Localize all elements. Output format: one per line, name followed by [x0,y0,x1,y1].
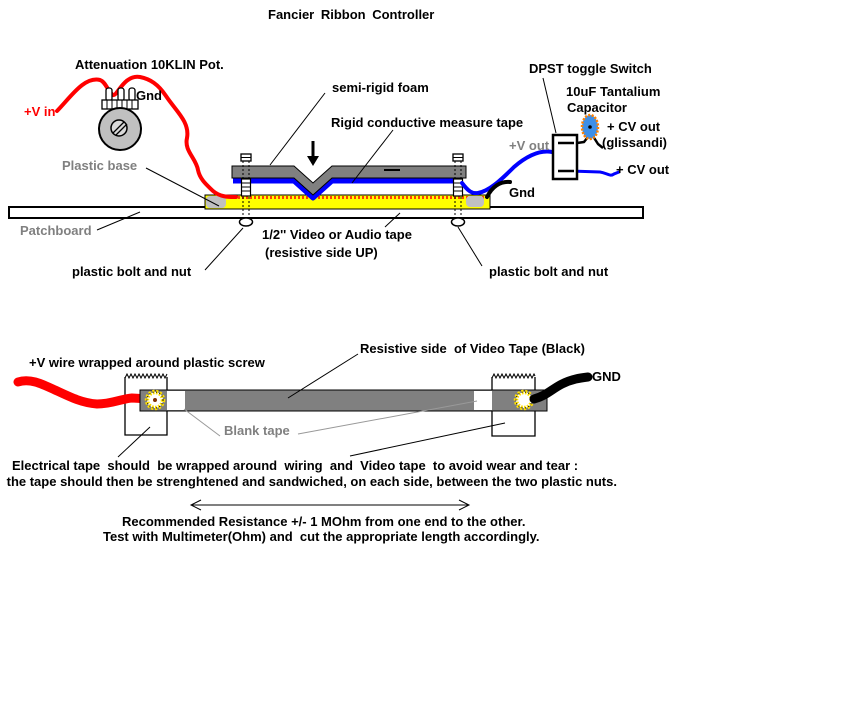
label-v-wire-wrapped: +V wire wrapped around plastic screw [29,355,265,370]
leader-dpst-switch [542,77,557,134]
tape-end-right [466,196,484,207]
leader-bolt-left [204,227,244,271]
label-bolt-right: plastic bolt and nut [489,264,609,279]
label-conductive-tape: Rigid conductive measure tape [331,115,524,130]
tape-end-left [206,196,226,208]
leader-blank-tape-left [183,408,221,437]
plastic-bolt-right [450,153,466,227]
blank-tape-right [474,391,492,410]
label-blank-tape: Blank tape [224,423,290,438]
wrapped-screw-left [144,389,166,411]
video-tape-top-view [139,389,548,412]
note-electrical-tape-2: the tape should then be strenghtened and… [3,474,617,489]
label-dpst-switch: DPST toggle Switch [529,61,652,76]
label-plastic-base: Plastic base [62,158,138,173]
pot-lug-3 [128,87,136,102]
potentiometer [98,87,142,151]
press-down-arrow-icon [307,141,319,166]
tantalum-capacitor [576,113,604,149]
label-bolt-left: plastic bolt and nut [72,264,192,279]
leader-plastic-base [145,167,220,207]
label-gnd-bottom: GND [592,369,621,384]
leader-lines-top [96,77,557,271]
page-title: Fancier Ribbon Controller [268,7,435,22]
label-video-tape-1: 1/2'' Video or Audio tape [262,227,412,242]
label-capacitor-2: Capacitor [567,100,627,115]
span-arrow-icon [189,499,471,511]
clamp-left-serration [124,372,168,380]
note-resistance-2: Test with Multimeter(Ohm) and cut the ap… [103,529,540,544]
black-gnd-wire [485,179,512,199]
blue-cv-out-wire [568,169,621,177]
semi-rigid-foam-bar [231,165,467,196]
bolt-nut-right [450,217,466,227]
blank-tape-left [167,391,185,410]
label-video-tape-2: (resistive side UP) [265,245,378,260]
conductive-measure-tape [233,178,462,201]
clamp-right-serration [491,372,536,380]
leader-patchboard [96,211,141,231]
bolt-nut-left [238,217,254,227]
leader-electrical-tape-right [349,422,506,457]
label-gnd-right: Gnd [509,185,535,200]
leader-video-tape [384,212,401,228]
leader-resistive-side [287,353,359,399]
label-cv-out-glissandi-2: (glissandi) [602,135,668,150]
leader-electrical-tape-left [117,426,151,458]
leader-blank-tape-right [297,400,478,435]
label-cv-out: + CV out [616,162,670,177]
label-v-out: +V out [509,138,550,153]
label-capacitor-1: 10uF Tantalium [566,84,661,99]
pot-lug-1 [105,87,113,102]
note-electrical-tape-1: Electrical tape should be wrapped around… [12,458,579,473]
video-tape-strip [204,194,491,210]
leader-conductive-tape [351,129,394,184]
pot-shaft-slot [110,119,128,137]
dpst-toggle-switch [551,133,579,181]
red-wire-bottom [13,376,155,409]
leader-semi-rigid-foam [269,92,326,166]
leader-lines-bottom [117,353,506,458]
note-resistance-1: Recommended Resistance +/- 1 MOhm from o… [122,514,526,529]
label-semi-rigid-foam: semi-rigid foam [332,80,429,95]
label-gnd-pot: Gnd [136,88,162,103]
red-v-in-wire [55,74,238,199]
label-attenuation-pot: Attenuation 10KLIN Pot. [75,57,224,72]
plastic-bolt-left [238,153,254,227]
label-resistive-side: Resistive side of Video Tape (Black) [360,341,585,356]
pot-lug-2 [117,87,125,102]
label-v-in: +V in [24,104,56,119]
label-cv-out-glissandi-1: + CV out [607,119,661,134]
black-wire-bottom [529,372,593,404]
wrapped-screw-right [513,389,535,411]
label-patchboard: Patchboard [20,223,92,238]
leader-bolt-right [457,226,483,267]
